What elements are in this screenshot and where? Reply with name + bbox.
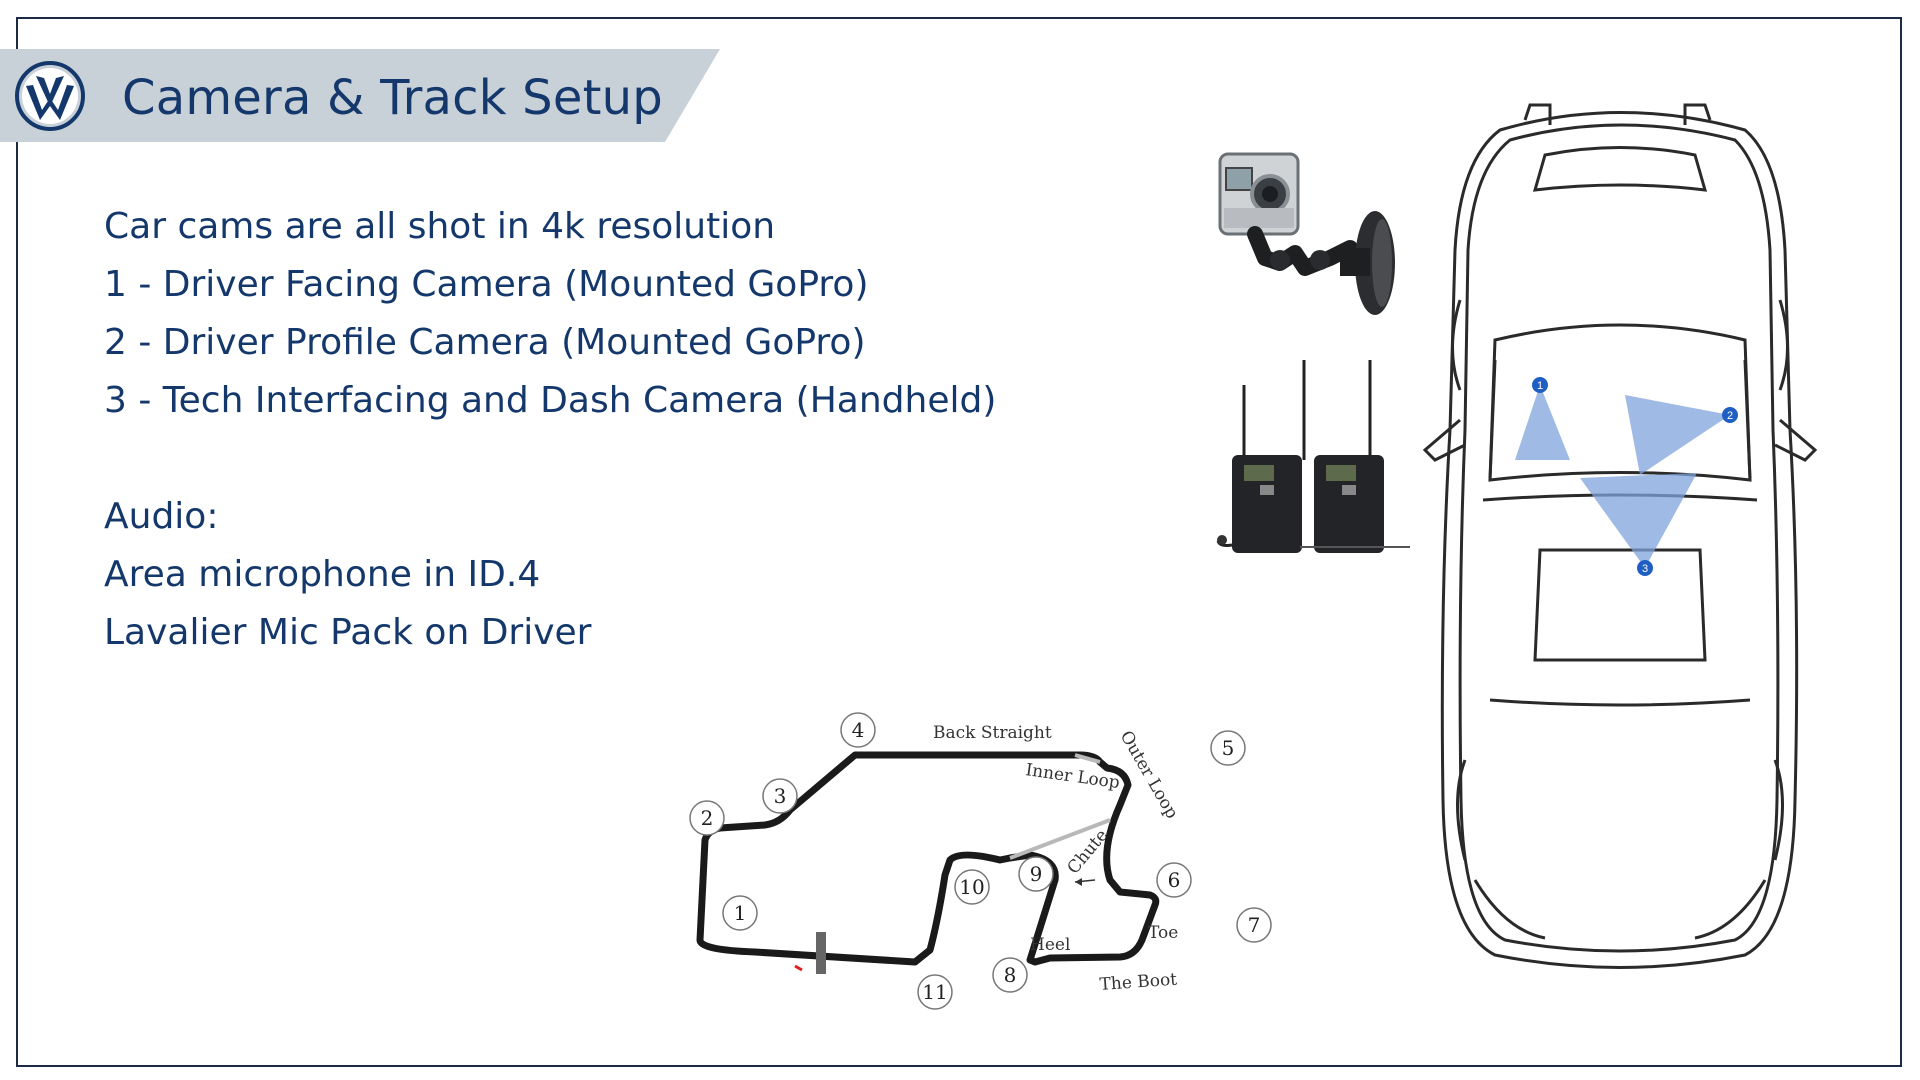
page-title: Camera & Track Setup <box>122 70 663 126</box>
turn-5: 5 <box>1222 736 1235 760</box>
audio-heading: Audio: <box>104 496 219 537</box>
camera-line-1: 1 - Driver Facing Camera (Mounted GoPro) <box>104 264 869 305</box>
label-the-boot: The Boot <box>1099 970 1178 995</box>
turn-4: 4 <box>852 718 865 742</box>
turn-2: 2 <box>701 806 714 830</box>
race-track-map: Back Straight Outer Loop Inner Loop Chut… <box>680 700 1280 1020</box>
audio-line-lavalier: Lavalier Mic Pack on Driver <box>104 612 592 653</box>
description-text: Car cams are all shot in 4k resolution 1… <box>104 198 996 662</box>
camera-line-3: 3 - Tech Interfacing and Dash Camera (Ha… <box>104 380 997 421</box>
label-heel: Heel <box>1030 935 1070 955</box>
turn-1: 1 <box>734 901 747 925</box>
slide-frame <box>16 17 1902 1067</box>
turn-6: 6 <box>1168 868 1181 892</box>
turn-11: 11 <box>922 980 947 1004</box>
label-back-straight: Back Straight <box>933 723 1052 743</box>
camera-marker-1: 1 <box>1537 380 1543 392</box>
turn-3: 3 <box>774 784 787 808</box>
turn-7: 7 <box>1248 913 1261 937</box>
car-top-view-diagram: 1 2 3 <box>1405 100 1835 990</box>
audio-line-area-mic: Area microphone in ID.4 <box>104 554 541 595</box>
vw-logo-icon <box>14 60 86 132</box>
turn-8: 8 <box>1004 963 1017 987</box>
lavalier-mic-packs-image <box>1210 355 1410 560</box>
turn-9: 9 <box>1030 862 1043 886</box>
gopro-camera-image <box>1210 148 1410 348</box>
camera-line-2: 2 - Driver Profile Camera (Mounted GoPro… <box>104 322 866 363</box>
camera-line-resolution: Car cams are all shot in 4k resolution <box>104 206 776 247</box>
turn-10: 10 <box>959 875 984 899</box>
label-toe: Toe <box>1148 923 1178 943</box>
title-banner <box>0 49 720 142</box>
camera-marker-2: 2 <box>1727 410 1733 422</box>
camera-marker-3: 3 <box>1642 563 1648 575</box>
spacer <box>104 430 996 488</box>
